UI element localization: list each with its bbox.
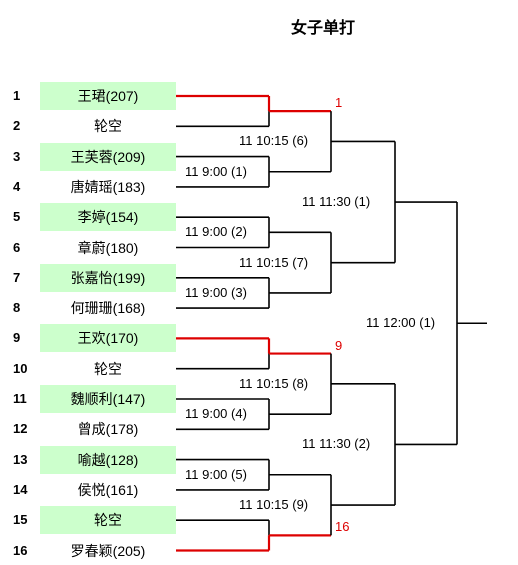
player-name: 唐婧瑶(183) [70,178,146,195]
seed-number: 4 [13,178,21,194]
seed-number: 15 [13,512,28,528]
seed-number: 12 [13,421,28,437]
seed-number: 8 [13,300,21,316]
match-label: 11 11:30 (1) [301,194,372,211]
seed-number: 13 [13,451,28,467]
player-name: 魏顺利(147) [40,385,176,413]
player-name: 王芙蓉(209) [40,142,176,171]
seed-number: 9 [13,330,21,346]
advance-marker: 1 [335,95,343,111]
match-label: 11 10:15 (8) [238,375,310,392]
player-name: 章蔚(180) [77,239,139,256]
match-label: 11 9:00 (4) [184,406,248,423]
player-name: 轮空 [94,118,122,135]
match-label: 11 9:00 (2) [184,224,248,241]
seed-number: 2 [13,118,21,134]
player-name: 何珊珊(168) [70,300,146,317]
seed-number: 6 [13,239,21,255]
advance-marker: 9 [335,337,343,353]
bracket-title: 女子单打 [290,20,355,37]
player-name: 王欢(170) [40,324,176,353]
seed-number: 11 [13,391,27,406]
seed-number: 5 [13,209,21,225]
seed-number: 3 [13,148,21,164]
match-label: 11 10:15 (6) [238,133,310,150]
seed-number: 10 [13,360,28,376]
player-name: 曾成(178) [77,421,139,438]
player-name: 李婷(154) [40,203,176,232]
match-label: 11 10:15 (7) [238,254,310,271]
seed-number: 7 [13,269,21,285]
player-name: 喻越(128) [40,445,176,474]
player-name: 侯悦(161) [77,481,139,498]
player-name: 轮空 [94,360,122,377]
seed-number: 14 [13,481,28,497]
seed-number: 16 [13,542,28,558]
match-label: 11 9:00 (1) [184,163,248,180]
match-label: 11 9:00 (3) [184,284,248,301]
seed-number: 1 [13,88,21,103]
player-name: 罗春颖(205) [70,542,146,559]
match-label: 11 12:00 (1) [365,315,437,332]
match-label: 11 11:30 (2) [301,436,372,453]
player-name: 王珺(207) [40,82,176,110]
advance-marker: 16 [335,519,350,535]
match-label: 11 10:15 (9) [238,497,310,514]
match-label: 11 9:00 (5) [184,466,248,483]
player-name: 轮空 [40,506,176,535]
player-name: 张嘉怡(199) [40,263,176,292]
